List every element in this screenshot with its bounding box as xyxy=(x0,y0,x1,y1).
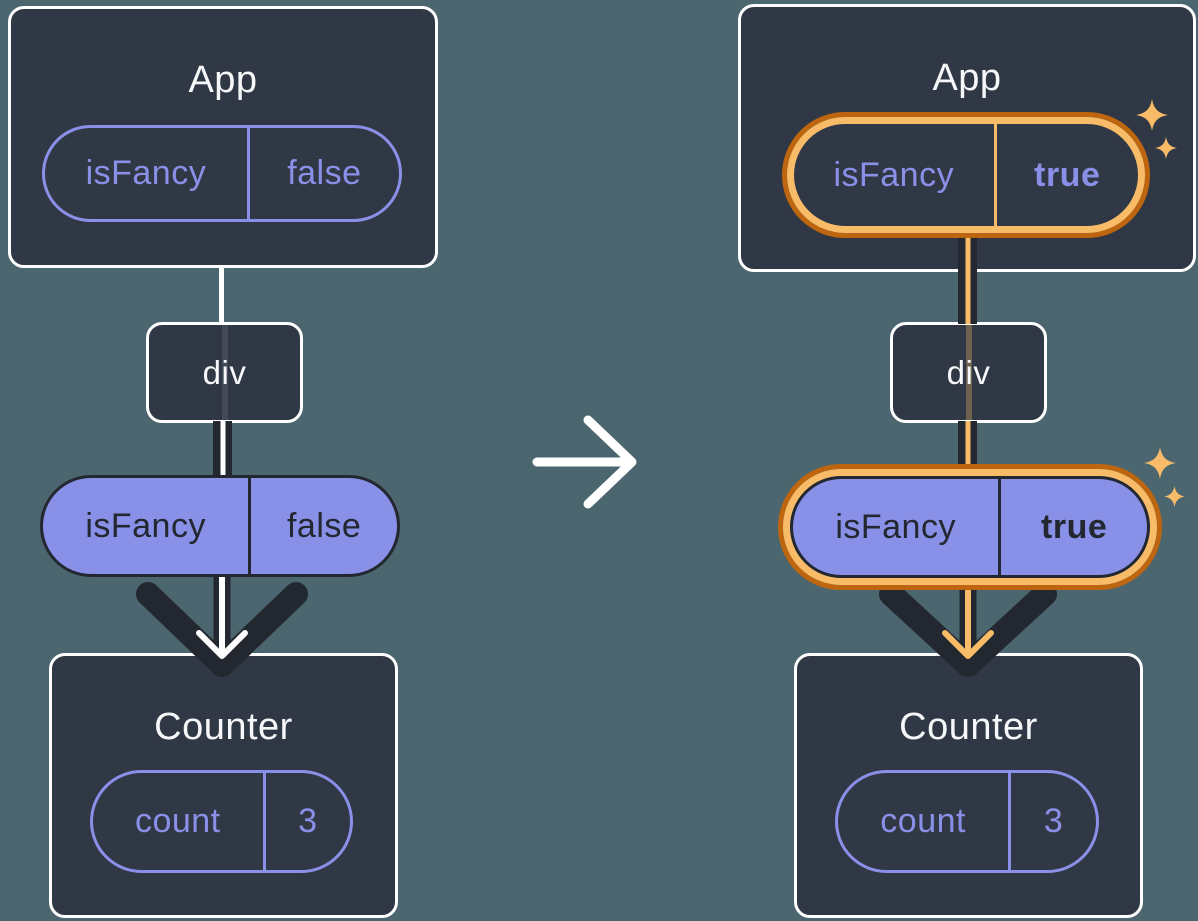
before-counter-title: Counter xyxy=(154,706,293,748)
prop-name: isFancy xyxy=(85,506,206,545)
after-prop-pill: isFancy true xyxy=(790,476,1150,578)
before-connector-app-div xyxy=(219,266,224,324)
after-prop-highlight-ring: isFancy true xyxy=(778,464,1162,590)
after-app-state-highlight-ring: isFancy true xyxy=(782,112,1150,238)
state-value: false xyxy=(246,128,399,219)
after-app-state-pill: isFancy true xyxy=(794,124,1138,226)
before-div-pass-through-line xyxy=(221,325,228,420)
after-counter-state-pill: count 3 xyxy=(835,770,1099,873)
prop-name: isFancy xyxy=(835,507,956,546)
after-prop-highlight-ring-inner: isFancy true xyxy=(783,469,1157,585)
after-connector-app-div xyxy=(958,236,977,324)
before-connector-div-prop xyxy=(213,421,232,477)
before-connector-core xyxy=(220,421,225,477)
after-connector-core-2 xyxy=(965,421,970,478)
before-counter-state-pill: count 3 xyxy=(90,770,353,873)
sparkle-icon xyxy=(1136,99,1168,131)
after-connector-core xyxy=(965,236,970,324)
count-value: 3 xyxy=(262,773,350,870)
after-counter-box: Counter count 3 xyxy=(794,653,1143,918)
sparkle-icon xyxy=(1155,137,1177,159)
before-app-title: App xyxy=(188,59,258,101)
sparkle-icon xyxy=(1164,486,1185,507)
right-arrow-icon xyxy=(532,415,637,509)
state-value: true xyxy=(993,124,1138,226)
after-counter-title: Counter xyxy=(899,706,1038,748)
count-name: count xyxy=(134,802,221,840)
before-prop-pill: isFancy false xyxy=(40,475,400,577)
before-div-label: div xyxy=(202,353,247,391)
state-name: isFancy xyxy=(833,155,955,194)
after-div-node: div xyxy=(890,322,1047,423)
before-app-state-pill: isFancy false xyxy=(42,125,402,222)
after-div-pass-through-line xyxy=(965,325,972,420)
sparkle-icon xyxy=(1144,447,1176,479)
prop-value: false xyxy=(248,478,397,574)
count-value: 3 xyxy=(1008,773,1096,870)
after-div-label: div xyxy=(946,353,991,391)
after-app-title: App xyxy=(932,57,1002,99)
state-name: isFancy xyxy=(85,154,207,192)
before-div-node: div xyxy=(146,322,303,423)
after-app-state-highlight-ring-inner: isFancy true xyxy=(787,117,1145,233)
prop-value: true xyxy=(998,479,1147,575)
before-prop-flow-arrow-icon xyxy=(136,570,308,677)
count-name: count xyxy=(880,802,966,840)
